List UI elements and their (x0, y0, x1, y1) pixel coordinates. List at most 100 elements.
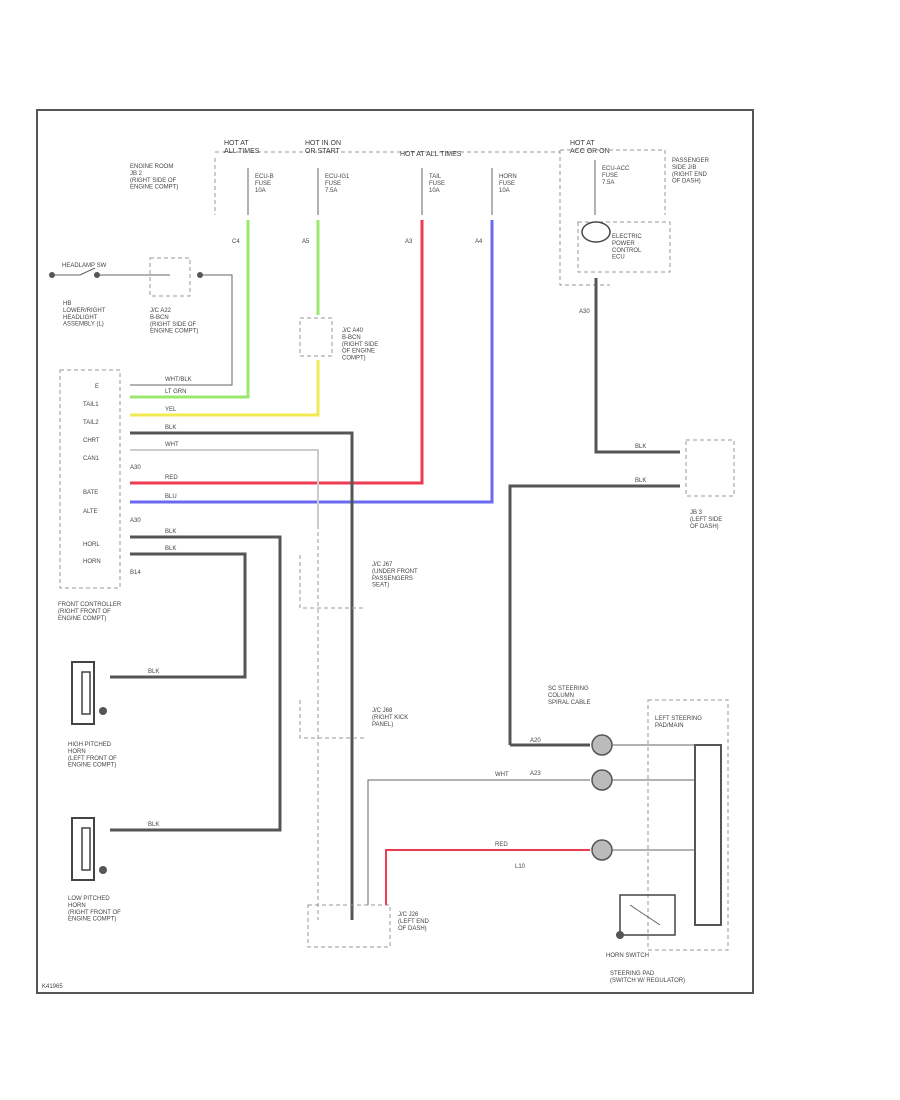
passenger-jb-bracket (559, 149, 666, 286)
jb3-box (685, 439, 735, 497)
spiral-contact-2 (591, 769, 613, 791)
wire-label-blk-2: BLK (165, 529, 176, 535)
conn-c9: A20 (530, 738, 541, 744)
wire-lt-grn-1 (130, 220, 250, 399)
svg-text:E: E (95, 384, 99, 390)
hot-label-3: HOT AT ALL TIMES (400, 151, 462, 158)
wire-wht-can (130, 449, 319, 525)
wire-blk-chrt (130, 431, 354, 525)
high-horn (71, 661, 107, 725)
spiral-contact-3 (591, 839, 613, 861)
wire-label-lt-grn: LT GRN (165, 389, 186, 395)
jc-j68-box (299, 700, 365, 739)
svg-text:CAN1: CAN1 (83, 456, 100, 462)
wire-label-blk-3: BLK (165, 546, 176, 552)
conn-c5: A30 (579, 309, 590, 315)
wire-blu (130, 220, 494, 504)
conn-c10: A23 (530, 771, 541, 777)
wire-yel (130, 360, 320, 417)
wire-label-blk-7: BLK (635, 478, 646, 484)
wire-label-red-2: RED (495, 842, 508, 848)
wire-label-red: RED (165, 475, 178, 481)
wire-label-blk-4: BLK (148, 669, 159, 675)
conn-c1: C4 (232, 239, 240, 245)
wire-label-blk-5: BLK (148, 822, 159, 828)
conn-c8: B14 (130, 570, 141, 576)
wire-label-wht-2: WHT (495, 772, 509, 778)
wire-label-wht-blk: WHT/BLK (165, 377, 192, 383)
horn-switch (616, 894, 676, 939)
conn-c3: A3 (405, 239, 413, 245)
steering-pad-box (647, 699, 729, 951)
jc-j26-box (307, 904, 391, 948)
svg-text:TAIL1: TAIL1 (83, 402, 99, 408)
wire-wht-spiral (367, 779, 590, 905)
steering-pad-module (694, 744, 722, 926)
diagram-frame (36, 109, 754, 994)
wire-blk-ecu (594, 278, 680, 454)
wire-label-blk-1: BLK (165, 425, 176, 431)
steering-pad-label: STEERING PAD(SWITCH W/ REGULATOR) (610, 971, 685, 984)
spiral-contact-1 (591, 734, 613, 756)
svg-text:TAIL2: TAIL2 (83, 420, 99, 426)
svg-text:HORL: HORL (83, 542, 100, 548)
conn-c7: A30 (130, 518, 141, 524)
wire-label-wht-1: WHT (165, 442, 179, 448)
wire-blk-jb3 (508, 484, 680, 745)
svg-text:ALTE: ALTE (83, 509, 98, 515)
footer-code: K41965 (42, 984, 63, 990)
conn-c4: A4 (475, 239, 483, 245)
headlight-switch: HEADLAMP SW (49, 257, 233, 386)
steering-wires (612, 744, 695, 851)
wire-blk-horl (110, 535, 282, 832)
wire-label-blu: BLU (165, 494, 177, 500)
wire-label-blk-6: BLK (635, 444, 646, 450)
wire-label-yel: YEL (165, 407, 177, 413)
jc-j67-box (299, 555, 365, 609)
front-controller-box (59, 369, 121, 589)
horn-switch-label: HORN SWITCH (606, 953, 649, 959)
jc-a40 (299, 317, 333, 357)
wire-red-spiral (385, 849, 590, 905)
svg-text:CHRT: CHRT (83, 438, 100, 444)
svg-text:HORN: HORN (83, 559, 101, 565)
wire-blk-horn (110, 552, 247, 679)
low-horn (71, 817, 107, 881)
svg-text:HEADLAMP SW: HEADLAMP SW (62, 263, 107, 269)
wire-red (130, 220, 424, 485)
conn-c11: L10 (515, 864, 526, 870)
front-controller-pins: E TAIL1 TAIL2 CHRT CAN1 BATE ALTE HORL H… (83, 384, 101, 565)
svg-text:BATE: BATE (83, 490, 98, 496)
conn-c2: A5 (302, 239, 310, 245)
conn-c6: A30 (130, 465, 141, 471)
